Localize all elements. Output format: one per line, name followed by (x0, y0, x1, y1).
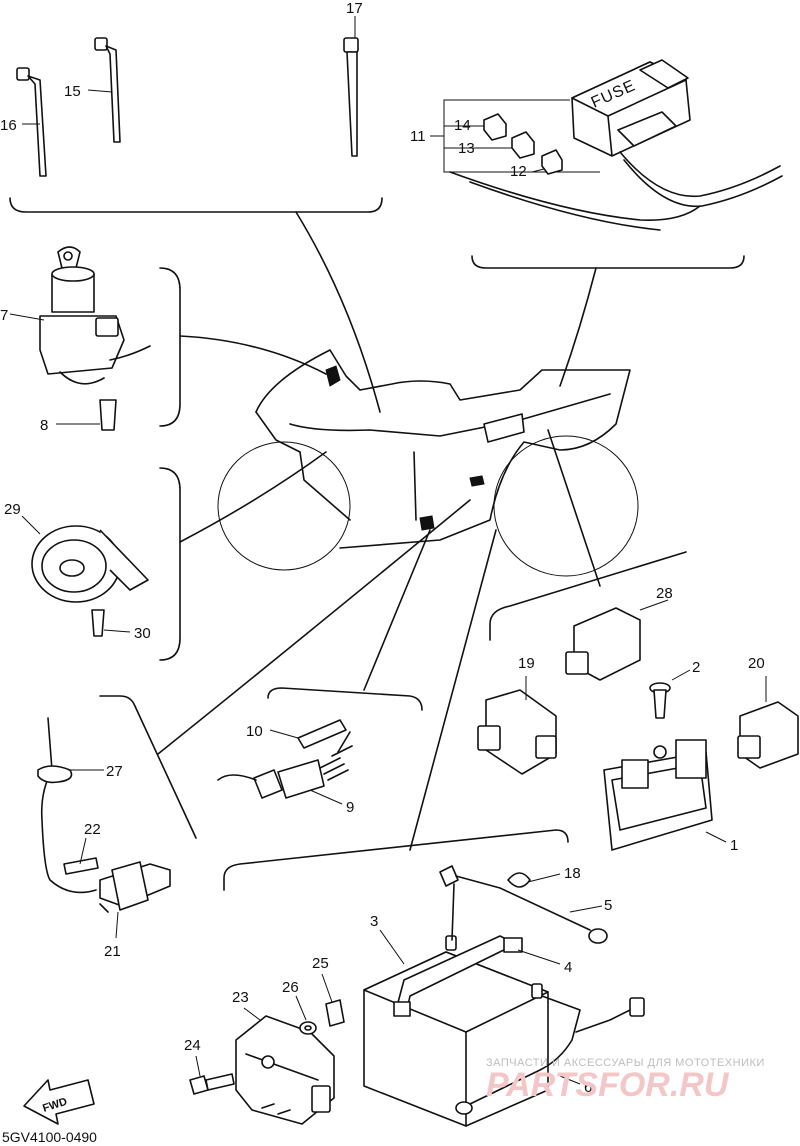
diagram-code: 5GV4100-0490 (2, 1129, 97, 1145)
callout-7[interactable]: 7 (0, 307, 8, 324)
callout-14[interactable]: 14 (454, 117, 471, 134)
callout-2[interactable]: 2 (692, 659, 700, 676)
fuse-13 (511, 131, 535, 159)
callout-23[interactable]: 23 (232, 989, 249, 1006)
plug-10 (297, 719, 347, 749)
horn (31, 525, 149, 637)
bracket-ties (9, 197, 383, 213)
callout-25[interactable]: 25 (312, 955, 329, 972)
relay-28 (565, 607, 641, 681)
sidestand-switch (37, 717, 171, 913)
relay-19 (477, 689, 557, 775)
callout-15[interactable]: 15 (64, 83, 81, 100)
main-switch (39, 246, 151, 431)
callout-1[interactable]: 1 (730, 837, 738, 854)
regulator-23 (235, 1015, 335, 1125)
watermark-brand: PARTSFOR.RU (486, 1066, 730, 1104)
callout-16[interactable]: 16 (0, 117, 17, 134)
callout-27[interactable]: 27 (106, 763, 123, 780)
battery-lead-6 (455, 995, 645, 1115)
nut-25 (325, 999, 345, 1027)
battery-band (393, 935, 523, 1017)
leader-lines (157, 211, 601, 851)
fuse-14 (483, 113, 507, 141)
callout-20[interactable]: 20 (748, 655, 765, 672)
cable-tie-15 (94, 37, 121, 143)
callout-5[interactable]: 5 (604, 897, 612, 914)
washer-26 (299, 1021, 317, 1035)
motorcycle-outline (217, 349, 639, 577)
callout-3[interactable]: 3 (370, 913, 378, 930)
bracket-plug (267, 687, 423, 711)
fuse-box: FUSE (571, 59, 691, 157)
callout-4[interactable]: 4 (564, 959, 572, 976)
callout-13[interactable]: 13 (458, 140, 475, 157)
bracket-relays (489, 551, 687, 641)
callout-9[interactable]: 9 (346, 799, 354, 816)
callout-30[interactable]: 30 (134, 625, 151, 642)
callout-8[interactable]: 8 (40, 417, 48, 434)
relay-20 (737, 701, 799, 769)
fwd-arrow: FWD (23, 1079, 95, 1125)
bolt-24 (189, 1073, 235, 1095)
callout-12[interactable]: 12 (510, 163, 527, 180)
callout-29[interactable]: 29 (4, 501, 21, 518)
bolt-2 (649, 682, 671, 719)
cable-tie-17 (343, 37, 359, 157)
starter-relay (603, 739, 713, 851)
callout-24[interactable]: 24 (184, 1037, 201, 1054)
callout-6[interactable]: 6 (584, 1079, 592, 1096)
bracket-sidestand (99, 695, 197, 839)
callout-28[interactable]: 28 (656, 585, 673, 602)
battery-lead-5 (439, 865, 608, 944)
callout-11[interactable]: 11 (410, 128, 426, 145)
bracket-horn (159, 467, 181, 661)
bracket-battery (223, 829, 569, 891)
callout-18[interactable]: 18 (564, 865, 581, 882)
clamp-18 (507, 872, 531, 888)
switch-9 (217, 731, 353, 799)
fuse-harness-wire (449, 151, 783, 231)
callout-19[interactable]: 19 (518, 655, 535, 672)
fuse-12 (541, 149, 563, 175)
callout-26[interactable]: 26 (282, 979, 299, 996)
cable-tie-16 (16, 67, 47, 177)
callout-22[interactable]: 22 (84, 821, 101, 838)
callout-17[interactable]: 17 (346, 0, 363, 17)
callout-10[interactable]: 10 (246, 723, 263, 740)
watermark-subtitle: ЗАПЧАСТИ И АКСЕССУАРЫ ДЛЯ МОТОТЕХНИКИ (486, 1057, 765, 1069)
callout-21[interactable]: 21 (104, 943, 121, 960)
bracket-fuse (471, 255, 745, 269)
bracket-main-switch (159, 267, 181, 427)
